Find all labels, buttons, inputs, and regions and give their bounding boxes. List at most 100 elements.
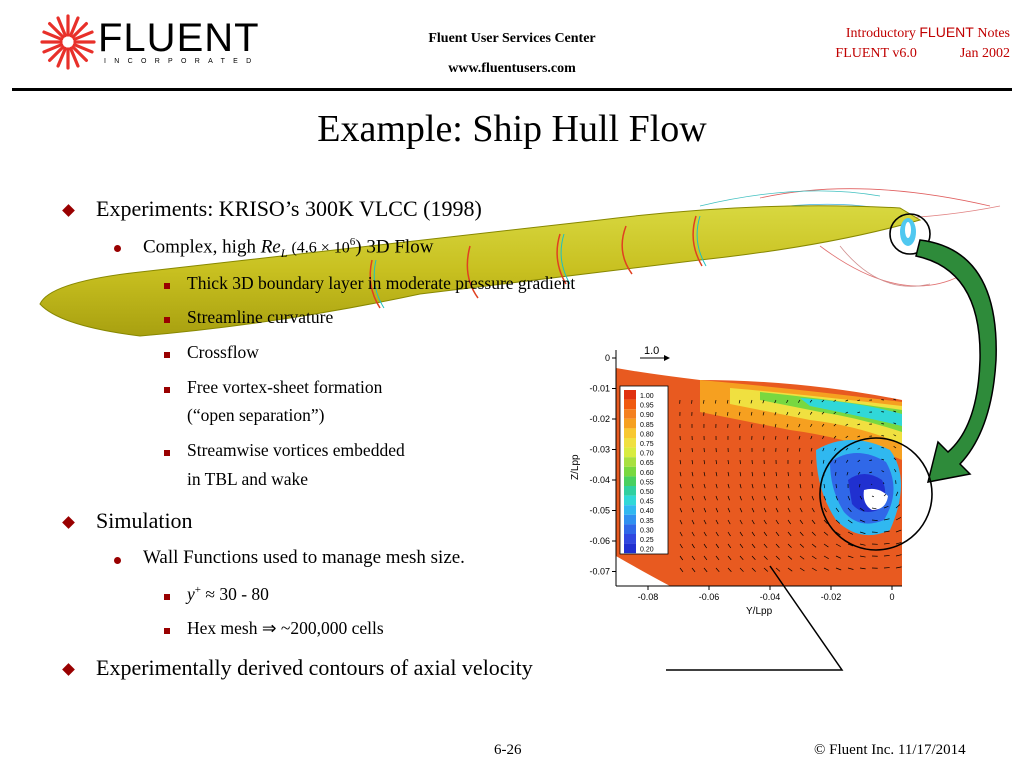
item-vortex-sheet-cont: (“open separation”) xyxy=(187,405,325,425)
bullet-experiments: Experiments: KRISO’s 300K VLCC (1998) xyxy=(96,196,482,221)
velocity-vector xyxy=(859,483,861,488)
legend-label: 0.45 xyxy=(640,499,654,506)
velocity-vector xyxy=(798,447,801,452)
velocity-vector xyxy=(763,531,768,537)
velocity-vector xyxy=(894,469,897,473)
velocity-vector xyxy=(763,495,766,501)
yplus-range: ≈ 30 - 80 xyxy=(201,584,269,604)
item-streamwise: Streamwise vortices embedded xyxy=(187,440,405,460)
contour-band-green xyxy=(760,392,902,432)
velocity-vector xyxy=(846,471,849,476)
velocity-vector xyxy=(857,447,861,450)
velocity-vector xyxy=(739,543,744,549)
velocity-vector xyxy=(859,495,863,500)
bullet-dot xyxy=(114,245,121,252)
velocity-vector xyxy=(857,435,861,438)
velocity-vector xyxy=(739,495,742,501)
velocity-vector xyxy=(751,507,755,513)
velocity-vector xyxy=(857,471,861,475)
legend-swatch xyxy=(624,399,636,410)
velocity-vector xyxy=(810,423,813,428)
velocity-vector xyxy=(703,519,707,525)
velocity-vector xyxy=(751,543,756,549)
copyright: © Fluent Inc. 11/17/2014 xyxy=(814,742,966,758)
reynolds-symbol: Re xyxy=(260,236,281,258)
velocity-vector xyxy=(727,531,731,537)
starburst-ray xyxy=(71,45,88,62)
legend-swatch xyxy=(624,409,636,419)
velocity-vector xyxy=(703,399,705,404)
velocity-vector xyxy=(691,495,694,501)
starburst-ray xyxy=(42,30,64,41)
velocity-vector xyxy=(883,530,890,533)
bullet-square xyxy=(164,352,170,358)
logo-subtitle: INCORPORATED xyxy=(104,58,260,65)
velocity-vector xyxy=(823,531,829,536)
velocity-vector xyxy=(811,543,817,548)
velocity-vector xyxy=(835,507,840,513)
velocity-vector xyxy=(847,567,854,570)
velocity-vector xyxy=(857,423,861,426)
y-tick-label: -0.05 xyxy=(589,506,610,516)
velocity-vector xyxy=(823,519,828,524)
velocity-vector xyxy=(691,531,695,537)
velocity-vector xyxy=(703,471,706,477)
stern-hub xyxy=(905,222,911,238)
header-course: Introductory FLUENT Notes xyxy=(760,22,1010,44)
velocity-vector xyxy=(895,529,902,533)
velocity-vector xyxy=(739,567,744,572)
velocity-vector xyxy=(762,411,765,416)
velocity-vector xyxy=(727,483,730,489)
velocity-vector xyxy=(799,555,805,560)
bullet-simulation: Simulation xyxy=(96,508,193,533)
bullet-dot xyxy=(114,557,121,564)
velocity-vector xyxy=(751,471,754,477)
velocity-vector xyxy=(823,495,826,501)
legend-label: 0.40 xyxy=(640,508,654,515)
velocity-vector xyxy=(727,495,730,501)
velocity-vector xyxy=(835,531,841,536)
velocity-vector xyxy=(715,495,718,501)
velocity-vector xyxy=(822,447,825,452)
velocity-vector xyxy=(679,495,682,501)
velocity-vector xyxy=(787,483,790,489)
velocity-vector xyxy=(810,435,813,440)
legend-swatch xyxy=(624,447,636,458)
velocity-vector xyxy=(726,399,729,404)
legend-label: 0.70 xyxy=(640,451,654,458)
velocity-vector xyxy=(775,555,780,560)
velocity-vector xyxy=(715,399,717,404)
velocity-vector xyxy=(738,399,741,404)
velocity-vector xyxy=(881,470,885,473)
velocity-vector xyxy=(857,411,861,414)
velocity-vector xyxy=(857,459,861,463)
legend-label: 0.55 xyxy=(640,479,654,486)
velocity-vector xyxy=(811,567,817,572)
bullet-wall-functions: Wall Functions used to manage mesh size. xyxy=(143,547,465,568)
x-axis-label: Y/Lpp xyxy=(746,606,773,617)
velocity-vector xyxy=(715,543,720,549)
velocity-vector xyxy=(763,471,766,477)
header-divider xyxy=(12,88,1012,91)
starburst-ray xyxy=(56,16,67,38)
velocity-vector xyxy=(762,399,765,404)
velocity-vector xyxy=(775,471,777,477)
velocity-vector xyxy=(871,519,878,521)
item-streamwise-cont: in TBL and wake xyxy=(187,469,309,489)
velocity-vector xyxy=(715,507,719,513)
velocity-vector xyxy=(871,483,873,486)
velocity-vector xyxy=(883,482,885,485)
bullet-diamond xyxy=(62,516,75,529)
velocity-vector xyxy=(739,519,743,525)
velocity-vector xyxy=(739,555,744,561)
velocity-vector xyxy=(893,398,897,401)
velocity-vector xyxy=(750,411,753,416)
velocity-vector xyxy=(679,507,683,513)
bullet-complex-flow: Complex, high ReL (4.6 × 106) 3D Flow xyxy=(143,236,433,261)
velocity-vector xyxy=(895,554,902,557)
y-tick-label: 0 xyxy=(605,353,610,363)
item-crossflow: Crossflow xyxy=(187,342,259,362)
velocity-vector xyxy=(763,507,767,513)
velocity-vector xyxy=(787,519,791,525)
legend-label: 0.90 xyxy=(640,412,654,419)
